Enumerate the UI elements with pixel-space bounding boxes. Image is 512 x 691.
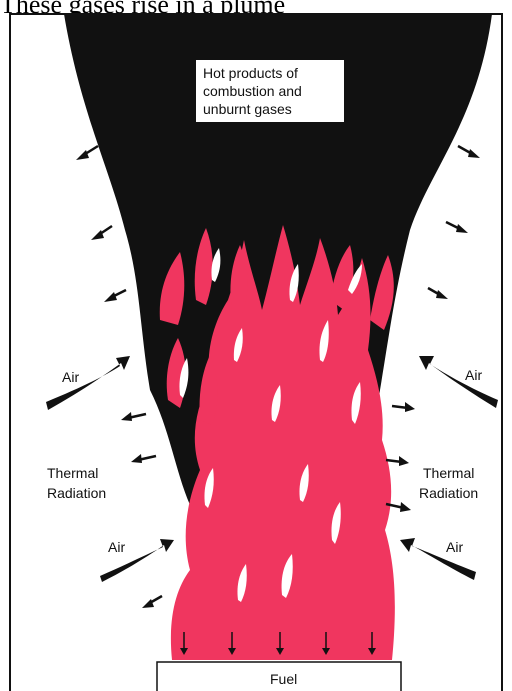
fuel-label: Fuel — [270, 671, 297, 687]
air-label-right-lower: Air — [446, 539, 463, 555]
air-label-left-lower: Air — [108, 539, 125, 555]
thermal-radiation-right-line2: Radiation — [419, 485, 478, 501]
thermal-radiation-right-line1: Thermal — [423, 465, 474, 481]
air-label-right-upper: Air — [465, 367, 482, 383]
thermal-radiation-left-line2: Radiation — [47, 485, 106, 501]
hot-products-label-line3: unburnt gases — [203, 101, 292, 117]
hot-products-label-line2: combustion and — [203, 83, 302, 99]
thermal-radiation-left-line1: Thermal — [47, 465, 98, 481]
hot-products-label-line1: Hot products of — [203, 65, 298, 81]
air-label-left-upper: Air — [62, 369, 79, 385]
